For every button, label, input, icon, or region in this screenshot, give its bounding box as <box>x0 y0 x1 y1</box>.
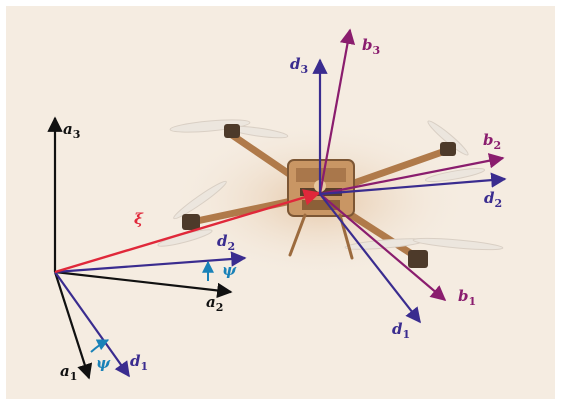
b2-axis-arrow <box>319 153 505 196</box>
intermediate-frame-left <box>54 251 247 378</box>
inertial-frame <box>47 116 233 380</box>
label-psi-bottom: ψ <box>96 354 111 372</box>
label-d2-right: d2 <box>484 189 502 210</box>
b3-axis-arrow <box>318 28 356 195</box>
intermediate-frame-right <box>312 58 507 324</box>
label-d1-right: d1 <box>392 320 410 341</box>
label-b2: b2 <box>483 131 501 152</box>
body-frame <box>318 28 505 301</box>
b1-axis-arrow <box>319 193 447 301</box>
label-xi: ξ <box>134 210 144 228</box>
a1-axis-arrow <box>53 271 93 380</box>
label-b3: b3 <box>362 36 380 57</box>
label-a1: a1 <box>60 362 77 383</box>
label-d3: d3 <box>290 55 308 76</box>
label-psi-top: ψ <box>222 261 237 279</box>
xi-position-arrow <box>54 189 321 274</box>
label-a2: a2 <box>206 293 223 314</box>
label-a3: a3 <box>63 120 80 141</box>
d1-left-axis-arrow <box>54 271 130 378</box>
d1-right-axis-arrow <box>319 193 421 324</box>
a2-axis-arrow <box>54 270 233 299</box>
label-d1-left: d1 <box>130 352 148 373</box>
label-d2-left: d2 <box>217 232 235 253</box>
d2-left-axis-arrow <box>54 251 247 274</box>
label-b1: b1 <box>458 287 476 308</box>
d2-right-axis-arrow <box>319 172 507 196</box>
psi-bottom-arrow <box>90 339 110 353</box>
